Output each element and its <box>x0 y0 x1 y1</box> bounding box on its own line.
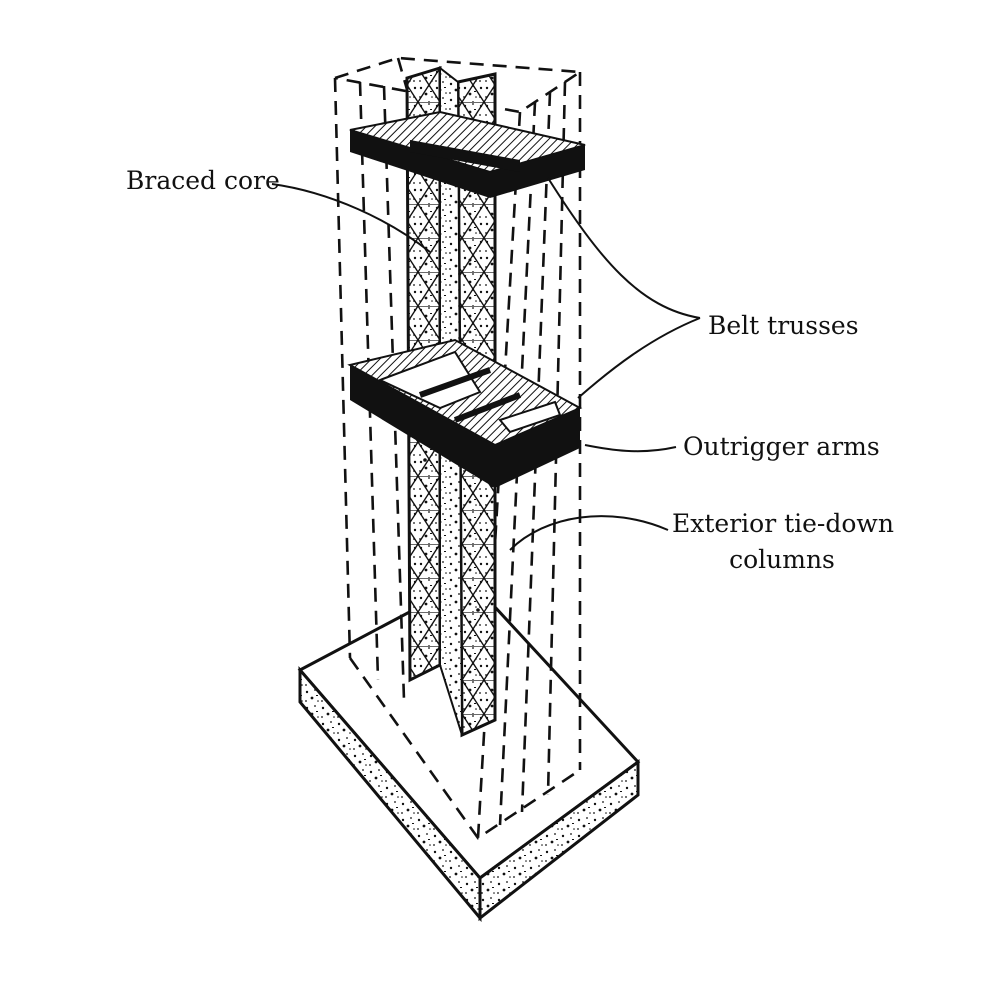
label-outrigger-arms: Outrigger arms <box>683 432 880 461</box>
upper-belt-truss <box>349 110 586 198</box>
core-texture <box>423 258 480 612</box>
leader-braced-core <box>271 183 431 253</box>
label-braced-core: Braced core <box>126 166 280 195</box>
label-belt-trusses: Belt trusses <box>708 311 859 340</box>
leader-belt-lower <box>577 317 701 399</box>
label-exterior-tiedown-line1: Exterior tie-down <box>672 509 894 538</box>
leader-belt-upper <box>547 177 701 319</box>
leader-tiedown <box>509 515 669 551</box>
outrigger-arms <box>418 367 522 423</box>
leader-lines <box>271 177 701 551</box>
label-exterior-tiedown-line2: columns <box>729 545 835 574</box>
leader-outrigger <box>584 444 677 453</box>
lower-belt-truss <box>347 338 583 488</box>
